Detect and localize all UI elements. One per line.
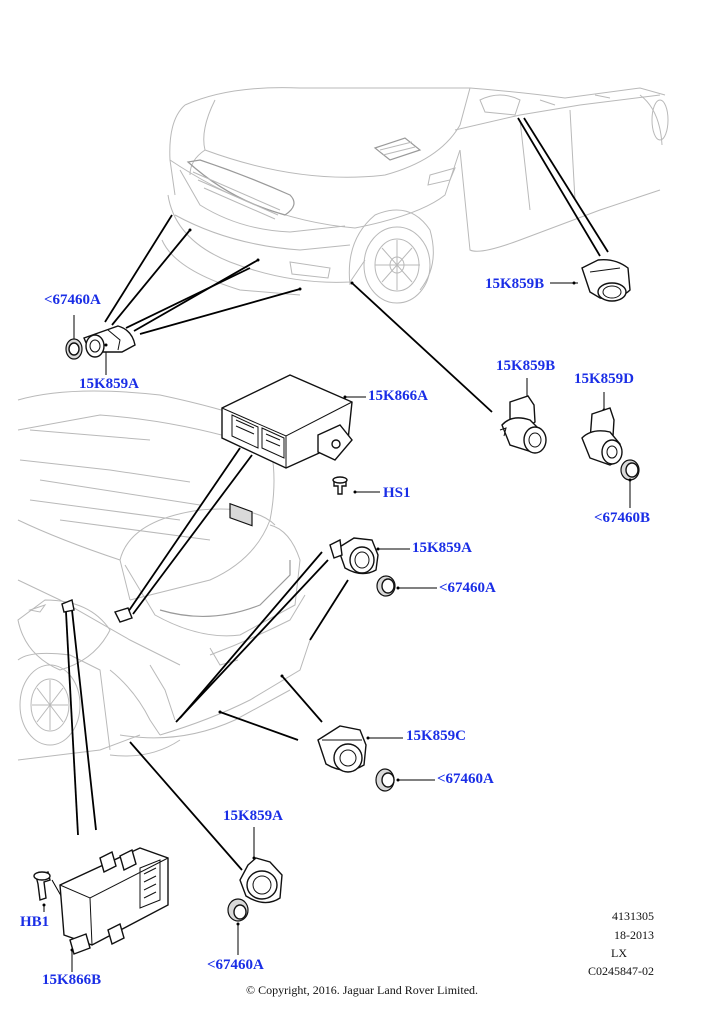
- side-sensor-15K859B[interactable]: [499, 395, 547, 454]
- callout-67460B[interactable]: <67460B: [594, 510, 651, 526]
- front-vehicle-illustration: [161, 87, 669, 304]
- catalog-reference: C0245847-02: [588, 964, 654, 978]
- callout-15K866B[interactable]: 15K866B: [42, 972, 102, 988]
- harness-connectors: [61, 599, 133, 623]
- sensor-15K859D[interactable]: [581, 407, 640, 482]
- rear-upper-sensor-15K859A[interactable]: [329, 537, 400, 597]
- callout-15K859A-rear-upper[interactable]: 15K859A: [412, 540, 472, 556]
- control-module-15K866A[interactable]: [221, 374, 357, 527]
- callout-15K866A[interactable]: 15K866A: [368, 388, 428, 404]
- illustration-number: 4131305: [612, 909, 654, 923]
- rear-middle-sensor-15K859C[interactable]: [317, 725, 400, 792]
- callout-67460A-front[interactable]: <67460A: [44, 292, 101, 308]
- callout-HS1[interactable]: HS1: [383, 485, 411, 501]
- callout-67460A-rear-mid[interactable]: <67460A: [437, 771, 494, 787]
- callout-67460A-rear-upper[interactable]: <67460A: [439, 580, 496, 596]
- callout-HB1[interactable]: HB1: [20, 914, 50, 930]
- date-code: 18-2013: [614, 928, 654, 942]
- model-code: LX: [611, 946, 627, 960]
- callout-15K859C[interactable]: 15K859C: [406, 728, 466, 744]
- callout-15K859D[interactable]: 15K859D: [574, 371, 634, 387]
- callout-15K859B-side[interactable]: 15K859B: [496, 358, 556, 374]
- front-sensor-15K859A[interactable]: [65, 325, 136, 360]
- rear-lower-sensor-15K859A[interactable]: [227, 856, 283, 926]
- leader-lines: [43, 117, 631, 972]
- callout-15K859B-mirror[interactable]: 15K859B: [485, 276, 545, 292]
- copyright-notice: © Copyright, 2016. Jaguar Land Rover Lim…: [245, 983, 479, 997]
- mirror-sensor-15K859B[interactable]: [572, 258, 631, 302]
- callout-15K859A-rear-lower[interactable]: 15K859A: [223, 808, 283, 824]
- lower-module-15K866B[interactable]: [33, 847, 169, 955]
- callout-67460A-rear-lower[interactable]: <67460A: [207, 957, 264, 973]
- callout-15K859A-front[interactable]: 15K859A: [79, 376, 139, 392]
